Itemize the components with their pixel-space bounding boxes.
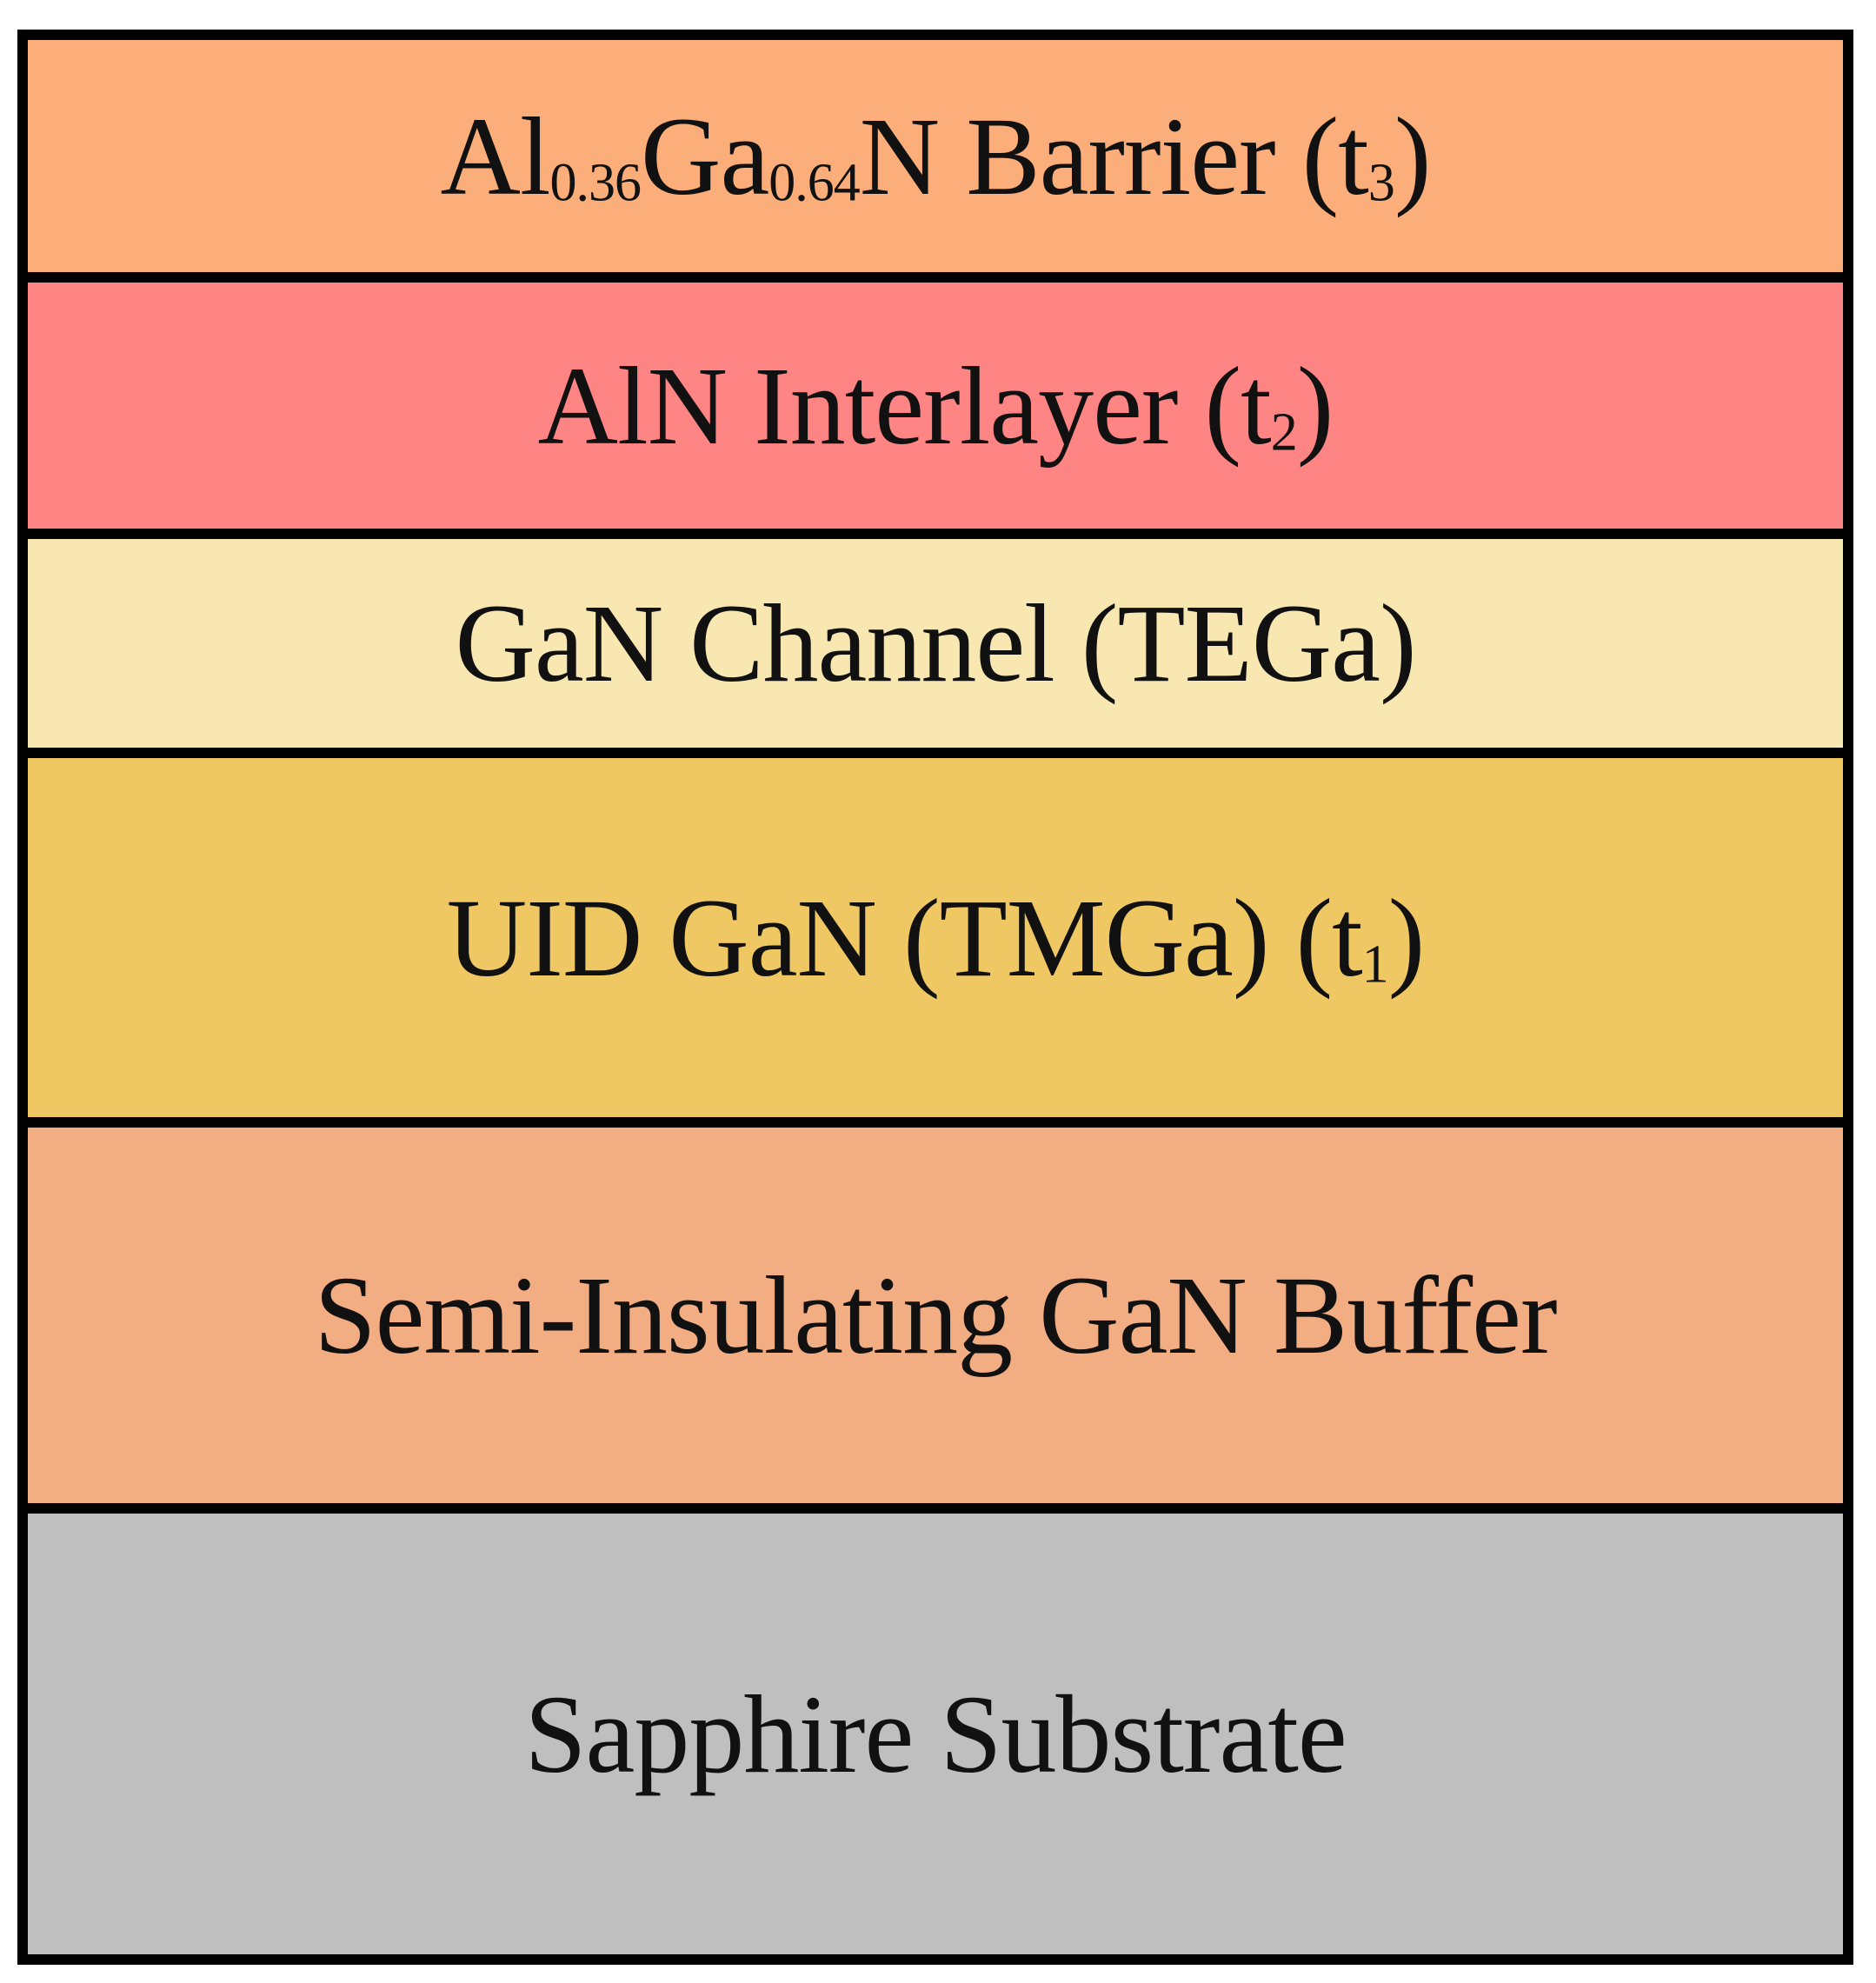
aln-interlayer-label: AlN Interlayer (t2)	[537, 343, 1334, 468]
sapphire-substrate-label: Sapphire Substrate	[524, 1672, 1347, 1796]
aln-interlayer-layer: AlN Interlayer (t2)	[28, 283, 1843, 539]
layer-stack-diagram: Al0.36Ga0.64N Barrier (t3) AlN Interlaye…	[17, 30, 1853, 1965]
gan-channel-layer: GaN Channel (TEGa)	[28, 539, 1843, 758]
algan-barrier-layer: Al0.36Ga0.64N Barrier (t3)	[28, 40, 1843, 283]
uid-gan-layer: UID GaN (TMGa) (t1)	[28, 758, 1843, 1128]
semi-insulating-buffer-label: Semi-Insulating GaN Buffer	[314, 1254, 1557, 1377]
semi-insulating-buffer-layer: Semi-Insulating GaN Buffer	[28, 1128, 1843, 1514]
sapphire-substrate-layer: Sapphire Substrate	[28, 1514, 1843, 1954]
uid-gan-label: UID GaN (TMGa) (t1)	[446, 875, 1425, 1000]
gan-channel-label: GaN Channel (TEGa)	[455, 582, 1416, 705]
algan-barrier-label: Al0.36Ga0.64N Barrier (t3)	[440, 94, 1432, 218]
